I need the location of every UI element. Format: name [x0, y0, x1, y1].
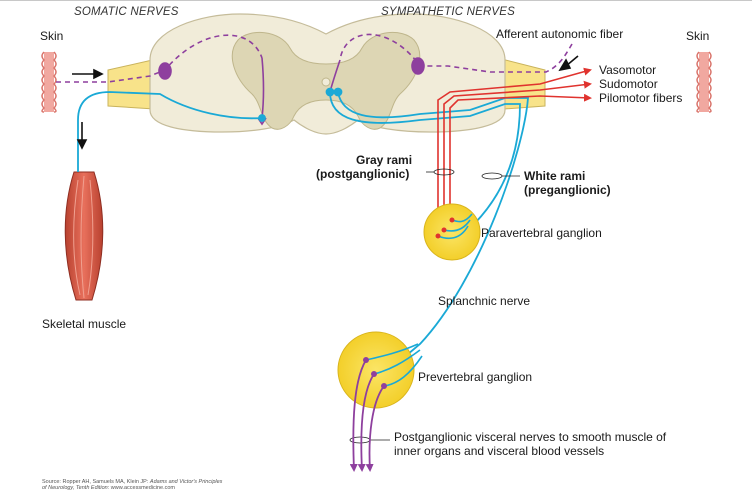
paravertebral-ganglion [423, 203, 481, 261]
label-postganglionic-visceral-line1: Postganglionic visceral nerves to smooth… [394, 430, 667, 444]
label-paravertebral-ganglion: Paravertebral ganglion [481, 226, 602, 240]
label-white-rami-preganglionic: (preganglionic) [524, 183, 611, 197]
source-line-1: Source: Ropper AH, Samuels MA, Klein JP:… [42, 479, 223, 485]
skin-left [41, 51, 57, 113]
source-line-2: of Neurology, Tenth Edition: www.accessm… [42, 485, 175, 491]
label-gray-rami: Gray rami [356, 153, 413, 167]
label-skin-left: Skin [40, 29, 64, 43]
autonomic-afferent-fiber [329, 33, 573, 93]
rami-markers [349, 168, 520, 444]
label-sudomotor: Sudomotor [599, 77, 658, 91]
prevertebral-ganglion [337, 331, 423, 472]
direction-arrows [72, 55, 579, 150]
spinal-cord [107, 13, 546, 135]
header-sympathetic-nerves: SYMPATHETIC NERVES [381, 6, 515, 18]
skin-right [696, 51, 712, 113]
label-white-rami: White rami [524, 169, 586, 183]
label-afferent-autonomic-fiber: Afferent autonomic fiber [496, 27, 624, 41]
top-border [0, 0, 752, 1]
label-splanchnic-nerve: Splanchnic nerve [438, 294, 531, 308]
label-skeletal-muscle: Skeletal muscle [42, 317, 127, 331]
label-skin-right: Skin [686, 29, 710, 43]
label-pilomotor-fibers: Pilomotor fibers [599, 91, 683, 105]
label-prevertebral-ganglion: Prevertebral ganglion [418, 370, 533, 384]
label-postganglionic-visceral-line2: inner organs and visceral blood vessels [394, 444, 605, 458]
skeletal-muscle [64, 171, 104, 301]
somatic-efferent-fiber [77, 91, 266, 172]
label-gray-rami-postganglionic: (postganglionic) [316, 167, 410, 181]
source-citation: Source: Ropper AH, Samuels MA, Klein JP:… [42, 479, 222, 491]
label-vasomotor: Vasomotor [599, 63, 657, 77]
somatic-afferent-fiber [56, 34, 267, 126]
header-somatic-nerves: SOMATIC NERVES [74, 6, 179, 18]
